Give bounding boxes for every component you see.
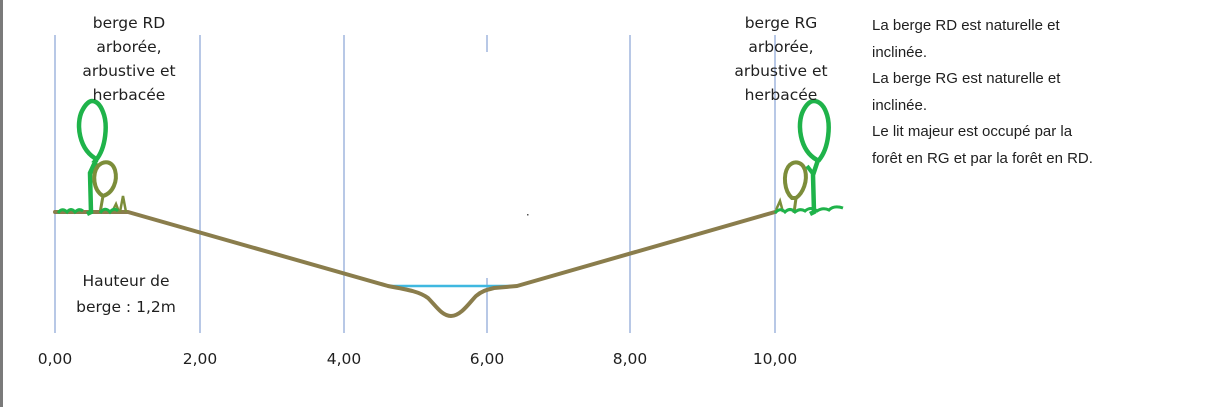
- description-line: La berge RD est naturelle et: [872, 17, 1060, 34]
- bank-label-rg-line: arbustive et: [734, 62, 828, 80]
- bank-label-rg-line: berge RG: [744, 14, 818, 32]
- ground-profile: [53, 210, 777, 318]
- description-line: Le lit majeur est occupé par la: [872, 123, 1073, 140]
- page-left-border: [0, 0, 3, 407]
- bank-height-label-line: Hauteur de: [82, 272, 170, 290]
- x-tick-label: 0,00: [37, 350, 73, 368]
- description-text: La berge RD est naturelle et inclinée. L…: [872, 13, 1202, 172]
- bank-label-rd-line: arbustive et: [82, 62, 176, 80]
- tree-rg-icon: [773, 98, 844, 217]
- x-tick-label: 6,00: [469, 350, 505, 368]
- x-tick-label: 4,00: [326, 350, 362, 368]
- description-line: inclinée.: [872, 96, 928, 114]
- bank-label-rg: berge RG arborée, arbustive et herbacée: [715, 11, 847, 107]
- x-tick-label: 2,00: [182, 350, 218, 368]
- bank-label-rd-line: arborée,: [96, 38, 162, 56]
- description-line: inclinée.: [872, 43, 928, 61]
- description-line: La berge RG est naturelle et: [872, 70, 1061, 87]
- x-tick-label: 10,00: [752, 350, 798, 368]
- gridlines: [54, 35, 776, 333]
- stray-dot: [527, 214, 529, 216]
- bank-label-rd: berge RD arborée, arbustive et herbacée: [58, 11, 200, 107]
- description-line: forêt en RG et par la forêt en RD.: [872, 149, 1093, 167]
- bank-height-label-line: berge : 1,2m: [76, 298, 176, 316]
- cross-section-profile: [53, 35, 844, 333]
- tree-rd-icon: [56, 98, 128, 217]
- bank-label-rg-line: herbacée: [744, 86, 818, 104]
- bank-label-rd-line: herbacée: [92, 86, 166, 104]
- bank-label-rd-line: berge RD: [92, 14, 166, 32]
- x-tick-label: 8,00: [612, 350, 648, 368]
- bank-label-rg-line: arborée,: [748, 38, 814, 56]
- bank-height-label: Hauteur de berge : 1,2m: [52, 268, 200, 320]
